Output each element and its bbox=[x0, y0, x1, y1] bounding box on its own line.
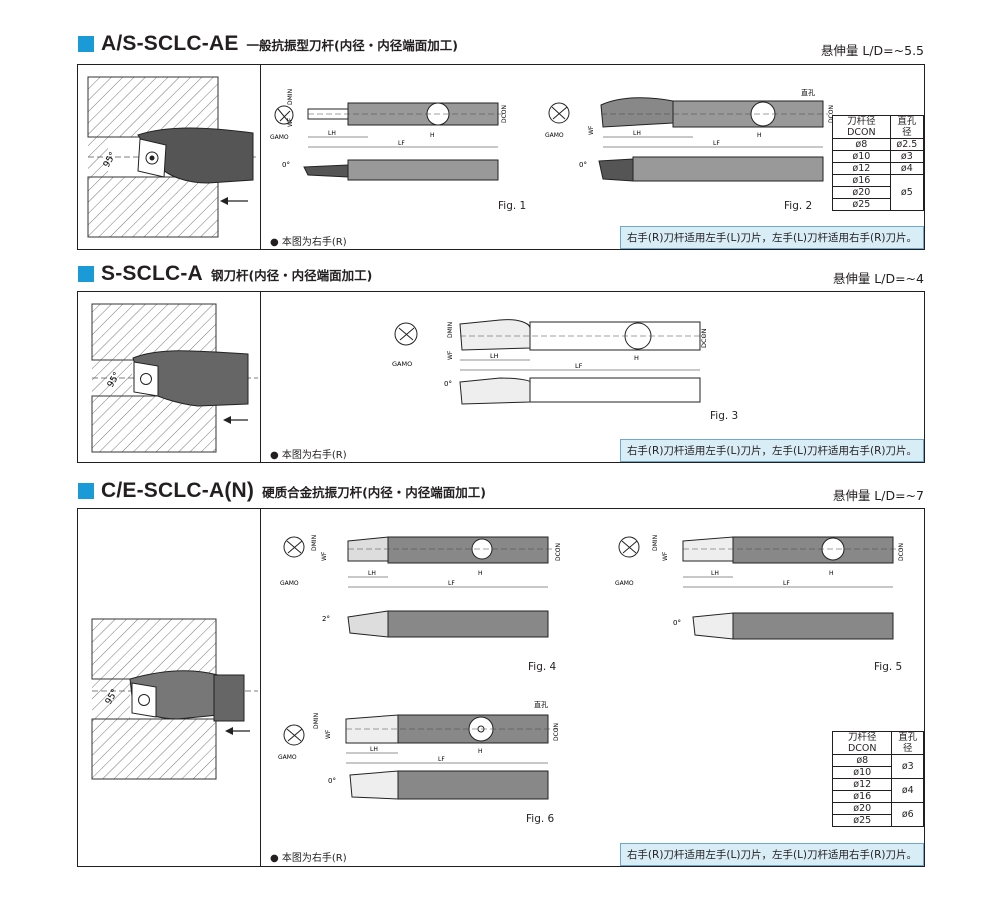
svg-text:LH: LH bbox=[490, 352, 499, 360]
svg-text:GAMO: GAMO bbox=[615, 580, 634, 587]
fig-label-6: Fig. 6 bbox=[526, 813, 555, 825]
svg-text:WF: WF bbox=[447, 350, 454, 360]
section-code: C/E-SCLC-A(N) bbox=[101, 479, 255, 502]
svg-text:0°: 0° bbox=[444, 380, 452, 388]
svg-text:直孔: 直孔 bbox=[801, 88, 815, 97]
svg-text:DCON: DCON bbox=[828, 105, 835, 123]
section-code: A/S-SCLC-AE bbox=[101, 32, 239, 55]
fig6-drawing: GAMO WF DMIN 直孔 LH LF H DCON 0° bbox=[278, 700, 560, 800]
fig4-drawing: GAMO DMIN WF LH LF H DCON 2° bbox=[280, 535, 562, 638]
boring-illustration: 95° bbox=[91, 303, 258, 453]
fig-label-5: Fig. 5 bbox=[874, 661, 903, 673]
note-right-hand: ● 本图为右手(R) bbox=[270, 237, 347, 248]
section-title-2: S-SCLC-A 钢刀杆(内径・内径端面加工) bbox=[78, 262, 372, 286]
svg-text:DMIN: DMIN bbox=[447, 322, 454, 338]
svg-text:WF: WF bbox=[588, 125, 595, 135]
svg-text:H: H bbox=[634, 354, 639, 362]
svg-text:LF: LF bbox=[398, 140, 405, 147]
svg-text:WF: WF bbox=[325, 729, 332, 739]
svg-text:GAMO: GAMO bbox=[278, 754, 297, 761]
drawing-panel-1: 95° GAMO DMIN WF LH LF H DCON 0° Fig. 1 … bbox=[77, 64, 925, 250]
section-title-3: C/E-SCLC-A(N) 硬质合金抗振刀杆(内径・内径端面加工) bbox=[78, 479, 486, 503]
svg-text:DCON: DCON bbox=[553, 723, 560, 741]
note-insert-compat: 右手(R)刀杆适用左手(L)刀片，左手(L)刀杆适用右手(R)刀片。 bbox=[619, 226, 924, 249]
svg-text:2°: 2° bbox=[322, 615, 330, 623]
svg-text:LH: LH bbox=[370, 746, 378, 753]
blue-square-icon bbox=[78, 36, 94, 52]
svg-text:LH: LH bbox=[633, 130, 641, 137]
svg-text:LF: LF bbox=[448, 580, 455, 587]
svg-text:H: H bbox=[478, 748, 483, 755]
boring-illustration: 95° bbox=[91, 618, 258, 780]
svg-text:DMIN: DMIN bbox=[311, 535, 318, 551]
svg-text:LF: LF bbox=[438, 756, 445, 763]
overhang-ratio: 悬伸量 L/D=~4 bbox=[832, 271, 924, 286]
svg-text:H: H bbox=[757, 132, 762, 139]
drawing-panel-2: 95° GAMO DMIN WF LH LF H DCON 0° Fig. 3 … bbox=[77, 291, 925, 463]
svg-text:LH: LH bbox=[368, 570, 376, 577]
svg-text:0°: 0° bbox=[673, 619, 681, 627]
fig3-drawing: GAMO DMIN WF LH LF H DCON 0° bbox=[392, 319, 708, 405]
svg-text:GAMO: GAMO bbox=[545, 132, 564, 139]
note-insert-compat: 右手(R)刀杆适用左手(L)刀片，左手(L)刀杆适用右手(R)刀片。 bbox=[619, 439, 924, 462]
svg-text:LF: LF bbox=[783, 580, 790, 587]
section-code: S-SCLC-A bbox=[101, 262, 203, 285]
svg-text:H: H bbox=[478, 570, 483, 577]
note-insert-compat: 右手(R)刀杆适用左手(L)刀片，左手(L)刀杆适用右手(R)刀片。 bbox=[619, 843, 924, 866]
header-dcon: 刀杆径 DCON bbox=[832, 115, 891, 139]
svg-text:LF: LF bbox=[575, 362, 583, 370]
section-title-1: A/S-SCLC-AE 一般抗振型刀杆(内径・内径端面加工) bbox=[78, 32, 458, 56]
svg-text:DCON: DCON bbox=[501, 105, 508, 123]
svg-text:DCON: DCON bbox=[555, 543, 562, 561]
svg-text:LH: LH bbox=[328, 130, 336, 137]
section-description: 硬质合金抗振刀杆(内径・内径端面加工) bbox=[262, 485, 487, 500]
svg-text:GAMO: GAMO bbox=[392, 360, 412, 368]
svg-text:WF: WF bbox=[287, 117, 294, 127]
drawing-panel-3: 95° GAMO DMIN WF LH LF H DCON 2° Fig. 4 … bbox=[77, 508, 925, 867]
svg-text:LF: LF bbox=[713, 140, 720, 147]
header-dcon: 刀杆径 DCON bbox=[831, 731, 893, 755]
svg-text:DCON: DCON bbox=[898, 543, 905, 561]
svg-text:H: H bbox=[430, 132, 435, 139]
section-description: 钢刀杆(内径・内径端面加工) bbox=[210, 268, 373, 283]
fig2-drawing: GAMO WF 直孔 LH LF H DCON 0° bbox=[545, 88, 835, 182]
header-hole: 直孔径 bbox=[891, 731, 924, 755]
note-right-hand: ● 本图为右手(R) bbox=[270, 853, 347, 864]
section-description: 一般抗振型刀杆(内径・内径端面加工) bbox=[246, 38, 458, 53]
svg-text:GAMO: GAMO bbox=[280, 580, 299, 587]
fig5-drawing: GAMO DMIN WF LH LF H DCON 0° bbox=[615, 535, 905, 640]
header-hole: 直孔径 bbox=[889, 115, 925, 139]
svg-text:DMIN: DMIN bbox=[313, 713, 320, 729]
fig-label-1: Fig. 1 bbox=[498, 200, 527, 212]
svg-text:直孔: 直孔 bbox=[534, 700, 548, 709]
svg-text:WF: WF bbox=[321, 551, 328, 561]
svg-text:DMIN: DMIN bbox=[652, 535, 659, 551]
fig-label-4: Fig. 4 bbox=[528, 661, 557, 673]
fig-label-2: Fig. 2 bbox=[784, 200, 813, 212]
svg-text:GAMO: GAMO bbox=[270, 134, 289, 141]
svg-text:0°: 0° bbox=[328, 777, 336, 785]
svg-text:0°: 0° bbox=[282, 161, 290, 169]
fig1-drawing: GAMO DMIN WF LH LF H DCON 0° bbox=[270, 89, 508, 181]
svg-text:DMIN: DMIN bbox=[287, 89, 294, 105]
svg-text:LH: LH bbox=[711, 570, 719, 577]
overhang-ratio: 悬伸量 L/D=~7 bbox=[832, 488, 924, 503]
blue-square-icon bbox=[78, 483, 94, 499]
svg-text:DCON: DCON bbox=[700, 328, 708, 348]
svg-text:0°: 0° bbox=[579, 161, 587, 169]
blue-square-icon bbox=[78, 266, 94, 282]
overhang-ratio: 悬伸量 L/D=~5.5 bbox=[820, 43, 924, 58]
svg-text:H: H bbox=[829, 570, 834, 577]
fig-label-3: Fig. 3 bbox=[710, 410, 739, 422]
svg-text:WF: WF bbox=[662, 551, 669, 561]
note-right-hand: ● 本图为右手(R) bbox=[270, 450, 347, 461]
boring-illustration: 95° bbox=[87, 76, 258, 238]
